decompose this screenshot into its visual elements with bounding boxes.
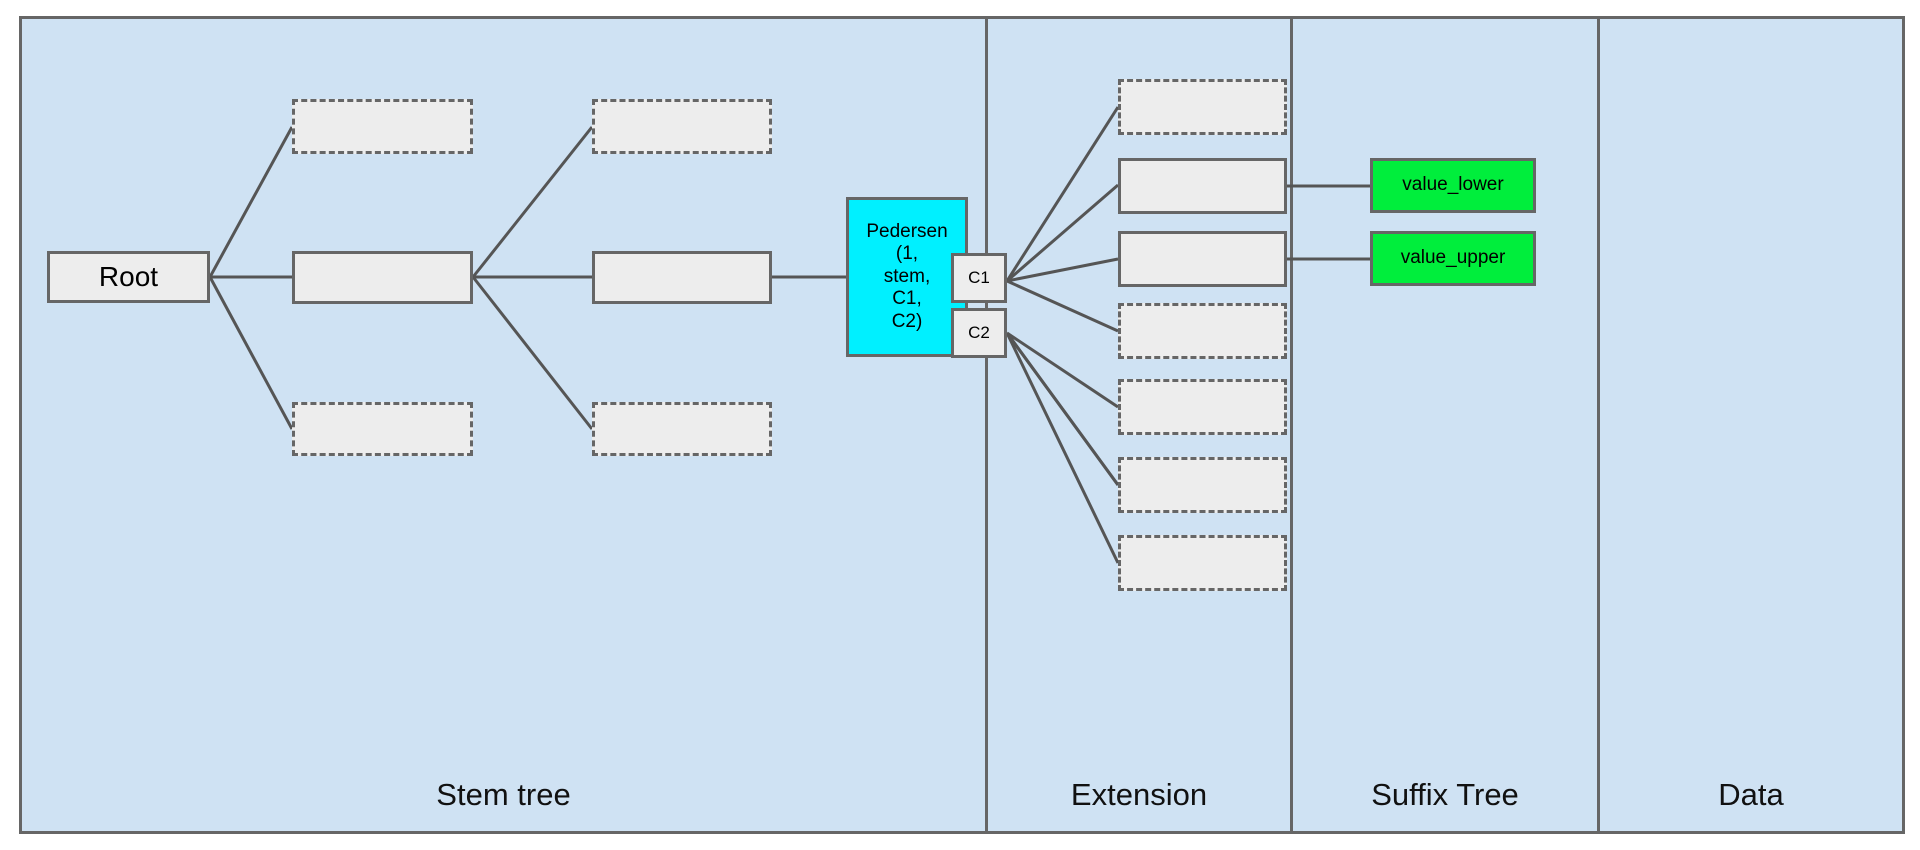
- node-pedersen-label: Pedersen(1,stem,C1,C2): [866, 220, 948, 332]
- section-label-data: Data: [1718, 777, 1784, 812]
- node-commitment-c1-label: C1: [968, 267, 990, 287]
- edge-l1-to-l2-top: [471, 126, 594, 278]
- node-root[interactable]: Root: [47, 251, 210, 303]
- edge-root-to-l1-top: [208, 126, 294, 278]
- node-stem-l2-bottom[interactable]: [592, 402, 772, 456]
- node-commitment-c1[interactable]: C1: [951, 253, 1007, 303]
- node-suffix-4[interactable]: [1118, 303, 1287, 359]
- node-root-label: Root: [98, 261, 159, 293]
- section-label-extension: Extension: [1070, 777, 1208, 812]
- node-value-lower-label: value_lower: [1402, 174, 1504, 196]
- node-pedersen-commitment[interactable]: Pedersen(1,stem,C1,C2): [846, 197, 968, 357]
- edge-l1-to-l2-bottom: [471, 276, 594, 430]
- node-stem-l2-mid[interactable]: [592, 251, 772, 304]
- node-suffix-7[interactable]: [1118, 535, 1287, 591]
- node-suffix-1[interactable]: [1118, 79, 1287, 135]
- edge-c2-to-suffix-5: [1006, 331, 1119, 409]
- node-commitment-c2-label: C2: [968, 322, 990, 342]
- node-commitment-c2[interactable]: C2: [951, 308, 1007, 358]
- edge-c1-to-suffix-3: [1006, 257, 1119, 283]
- node-value-lower[interactable]: value_lower: [1370, 158, 1536, 213]
- divider-suffix-data: [1597, 19, 1600, 831]
- node-stem-l1-mid[interactable]: [292, 251, 473, 304]
- node-suffix-2[interactable]: [1118, 158, 1287, 214]
- node-suffix-3[interactable]: [1118, 231, 1287, 287]
- divider-stem-extension: [985, 19, 988, 831]
- edge-root-to-l1-bottom: [208, 276, 294, 430]
- node-stem-l2-top[interactable]: [592, 99, 772, 154]
- edge-c2-to-suffix-6: [1005, 332, 1120, 486]
- node-stem-l1-top[interactable]: [292, 99, 473, 154]
- edge-c1-to-suffix-1: [1005, 106, 1120, 282]
- section-label-stem-tree: Stem tree: [436, 777, 571, 812]
- node-suffix-6[interactable]: [1118, 457, 1287, 513]
- node-value-upper[interactable]: value_upper: [1370, 231, 1536, 286]
- node-suffix-5[interactable]: [1118, 379, 1287, 435]
- diagram-frame: Root Pedersen(1,stem,C1,C2) C1 C2: [19, 16, 1905, 834]
- edge-c1-to-suffix-4: [1006, 279, 1119, 333]
- node-value-upper-label: value_upper: [1400, 247, 1506, 269]
- edge-c2-to-suffix-7: [1005, 332, 1120, 564]
- divider-extension-suffix: [1290, 19, 1293, 831]
- edge-c2-to-suffix-extra: [1005, 332, 1120, 486]
- node-stem-l1-bottom[interactable]: [292, 402, 473, 456]
- section-label-suffix-tree: Suffix Tree: [1371, 777, 1519, 812]
- edge-c1-to-suffix-2: [1006, 183, 1119, 283]
